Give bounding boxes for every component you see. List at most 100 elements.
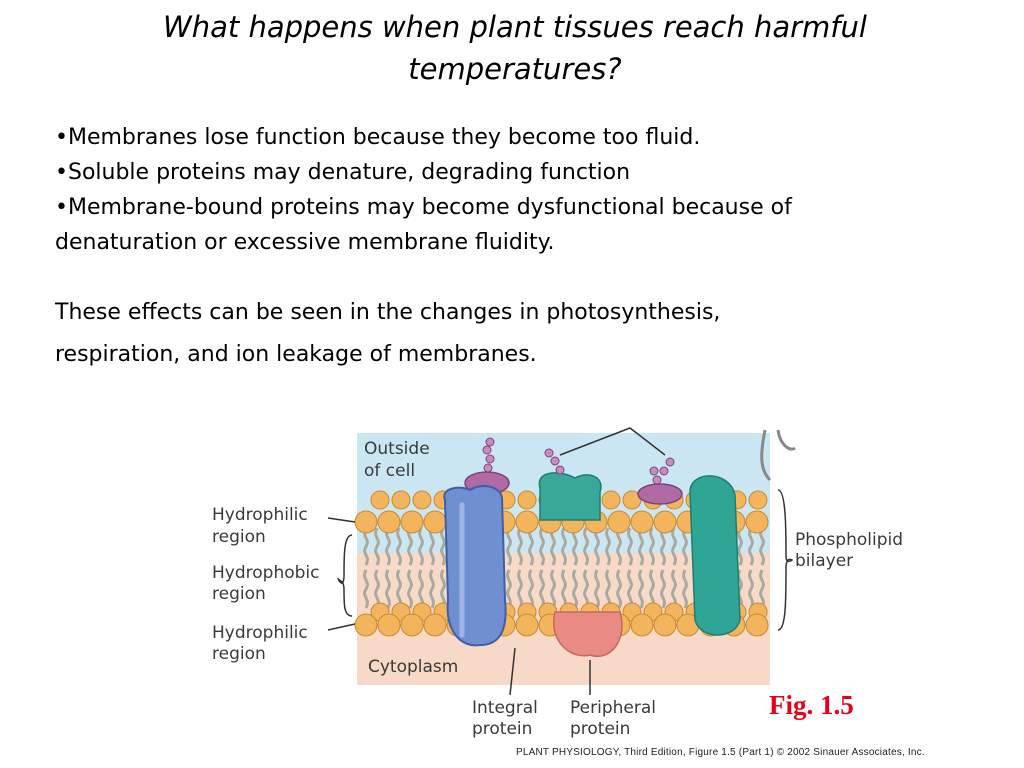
lipid-tail [638, 527, 644, 566]
lipid-tail [374, 569, 380, 609]
lipid-tail [748, 569, 754, 609]
integral-protein-shape [443, 485, 507, 647]
lipid-tail [616, 569, 622, 609]
lipid-head [400, 510, 424, 534]
cytoskeleton-filament [760, 429, 796, 482]
lipid-tail [429, 569, 435, 609]
lipid-tail [759, 569, 765, 609]
lipid-tail [671, 527, 677, 566]
lipid-head [412, 490, 432, 510]
lipid-tail [418, 527, 424, 566]
bullet-item: •Membranes lose function because they be… [55, 125, 701, 150]
lipid-head [517, 490, 537, 510]
left-leaders [327, 517, 356, 631]
lipid-tail [682, 527, 688, 566]
lipid-tail [660, 569, 666, 609]
carbohydrate-chains [482, 437, 675, 485]
lipid-tail [627, 527, 633, 566]
surface-protein-shape [538, 472, 602, 521]
lipid-head [370, 490, 390, 510]
effects-line: respiration, and ion leakage of membrane… [55, 342, 537, 367]
cytoplasm-label: Cytoplasm [368, 657, 458, 677]
glycolipid-head [637, 483, 683, 505]
bullet-item: •Membrane-bound proteins may become dysf… [55, 195, 792, 220]
glycoprotein-pointer [559, 427, 666, 456]
lipid-tail [440, 527, 446, 566]
figure-credit: PLANT PHYSIOLOGY, Third Edition, Figure … [516, 747, 925, 758]
lipid-head [630, 510, 654, 534]
lipid-tail [440, 569, 446, 609]
hydrophilic-bottom-label: region [212, 644, 266, 664]
hydrophobic-label: region [212, 584, 266, 604]
lipid-tail [638, 569, 644, 609]
integral-leader [509, 647, 516, 696]
bullet-item: •Soluble proteins may denature, degradin… [55, 160, 631, 185]
lipid-tail [407, 527, 413, 566]
outside-label: of cell [364, 461, 415, 481]
effects-line: These effects can be seen in the changes… [55, 300, 721, 325]
hydrophilic-top-label: Hydrophilic [212, 505, 308, 525]
lipid-tail [572, 569, 578, 609]
lipid-tail [605, 569, 611, 609]
title-line: What happens when plant tissues reach ha… [163, 10, 867, 44]
lipid-tail [539, 569, 545, 609]
outside-label: Outside [364, 439, 430, 459]
transmembrane-protein-shape [689, 475, 741, 636]
lipid-tail [407, 569, 413, 609]
lipid-head [423, 510, 447, 534]
lipid-head [630, 613, 654, 637]
peripheral-label: protein [570, 719, 630, 739]
lipid-tail [363, 527, 369, 566]
lipid-tail [363, 569, 369, 609]
lipid-head [748, 490, 768, 510]
lipid-head [391, 490, 411, 510]
lipid-tail [671, 569, 677, 609]
lipid-tail [506, 569, 512, 609]
lipid-tail [517, 569, 523, 609]
lipid-tail [528, 527, 534, 566]
peripheral-label: Peripheral [570, 698, 656, 718]
title-line: temperatures? [408, 52, 622, 86]
hydrophilic-top-label: region [212, 527, 266, 547]
lipid-head [400, 613, 424, 637]
lipid-tail [605, 527, 611, 566]
lipid-tail [682, 569, 688, 609]
lipid-head [653, 510, 677, 534]
lipid-head [377, 510, 401, 534]
integral-label: Integral [472, 698, 538, 718]
lipid-head [745, 613, 769, 637]
lipid-tail [517, 527, 523, 566]
slide-title: What happens when plant tissues reach ha… [90, 6, 940, 90]
bullet-item: denaturation or excessive membrane fluid… [55, 230, 555, 255]
bullet-list: •Membranes lose function because they be… [55, 120, 955, 260]
lipid-head [745, 510, 769, 534]
lipid-tail [374, 527, 380, 566]
lipid-tail [385, 527, 391, 566]
lipid-head [354, 613, 378, 637]
lipid-tail [649, 569, 655, 609]
lipid-head [653, 613, 677, 637]
lipid-head [423, 613, 447, 637]
lipid-tail [737, 527, 743, 566]
phospholipid-label: Phospholipid [795, 530, 903, 550]
lipid-head [515, 510, 539, 534]
lipid-tail [583, 527, 589, 566]
lipid-tail [528, 569, 534, 609]
lipid-head [601, 490, 621, 510]
lipid-tail [385, 569, 391, 609]
lipid-tail [561, 569, 567, 609]
lipid-tail [627, 569, 633, 609]
lipid-tail [418, 569, 424, 609]
hydrophobic-label: Hydrophobic [212, 563, 319, 583]
lipid-head [377, 613, 401, 637]
lipid-head [515, 613, 539, 637]
lipid-tail [649, 527, 655, 566]
lipid-tail [506, 527, 512, 566]
lipid-tail [616, 527, 622, 566]
lipid-tail [660, 527, 666, 566]
lipid-tail [550, 527, 556, 566]
lipid-tail [396, 527, 402, 566]
lipid-tail [748, 527, 754, 566]
phospholipid-label: bilayer [795, 551, 853, 571]
